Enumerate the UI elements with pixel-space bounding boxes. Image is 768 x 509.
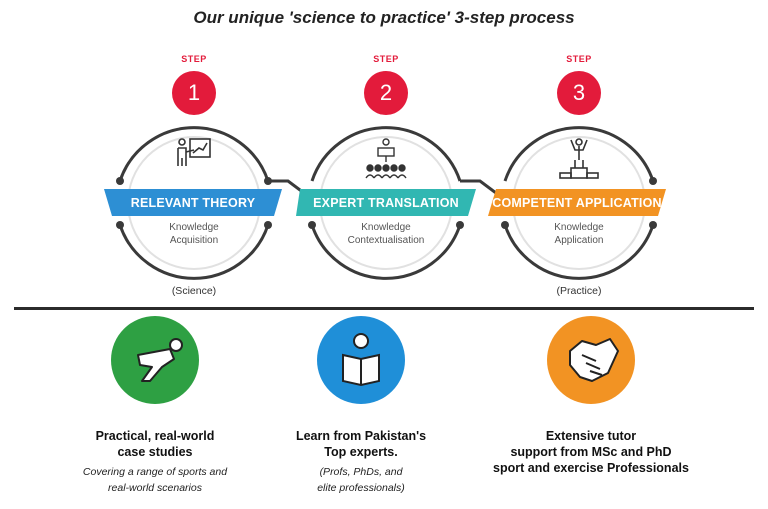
dot bbox=[264, 221, 272, 229]
feature-sub-1-line2: real-world scenarios bbox=[108, 482, 202, 494]
step-sub-2: Knowledge Contextualisation bbox=[326, 221, 446, 247]
connector-2-3 bbox=[460, 179, 497, 195]
outer-arc-1-top bbox=[118, 126, 270, 182]
feature-title-2-line2: Top experts. bbox=[324, 445, 398, 459]
step-label-1: STEP bbox=[181, 54, 207, 64]
feature-sub-2: (Profs, PhDs, and elite professionals) bbox=[261, 464, 461, 496]
feature-title-3-line3: sport and exercise Professionals bbox=[493, 461, 689, 475]
banner-label-2: EXPERT TRANSLATION bbox=[313, 196, 459, 210]
dot bbox=[116, 177, 124, 185]
step-number-3: 3 bbox=[557, 71, 601, 115]
outer-arc-2-bottom bbox=[310, 224, 462, 280]
feature-title-1: Practical, real-world case studies bbox=[55, 428, 255, 460]
section-divider bbox=[14, 307, 754, 310]
step-sub-3-line2: Application bbox=[554, 235, 604, 246]
banner-2 bbox=[296, 189, 476, 216]
reading-book-icon bbox=[342, 333, 380, 387]
feature-sub-1-line1: Covering a range of sports and bbox=[82, 466, 228, 478]
connector-1-2 bbox=[268, 179, 305, 195]
dot bbox=[649, 221, 657, 229]
feature-title-3-line1: Extensive tutor bbox=[545, 429, 637, 443]
step-sub-1-line1: Knowledge bbox=[169, 222, 219, 233]
lecturer-audience-icon bbox=[365, 138, 407, 179]
handshake-icon bbox=[569, 338, 619, 382]
step-sub-1: Knowledge Acquisition bbox=[134, 221, 254, 247]
sprinter-icon bbox=[137, 338, 183, 382]
step-sub-3: Knowledge Application bbox=[519, 221, 639, 247]
dot bbox=[501, 221, 509, 229]
step-label-2: STEP bbox=[373, 54, 399, 64]
banner-label-3: COMPETENT APPLICATION bbox=[492, 196, 662, 210]
dot bbox=[264, 177, 272, 185]
step-label-3: STEP bbox=[566, 54, 592, 64]
step-sub-2-line2: Contextualisation bbox=[347, 235, 425, 246]
outer-arc-3-top bbox=[503, 126, 655, 182]
podium-winner-icon bbox=[559, 138, 599, 179]
step-sub-1-line2: Acquisition bbox=[169, 235, 219, 246]
feature-sub-2-line1: (Profs, PhDs, and bbox=[319, 466, 403, 478]
dot bbox=[649, 177, 657, 185]
process-diagram bbox=[104, 126, 666, 280]
dot bbox=[116, 221, 124, 229]
banner-1 bbox=[104, 189, 282, 216]
banner-3 bbox=[488, 189, 666, 216]
step-tag-1: (Science) bbox=[171, 285, 217, 297]
feature-title-2-line1: Learn from Pakistan's bbox=[295, 429, 427, 443]
feature-sub-1: Covering a range of sports and real-worl… bbox=[45, 464, 265, 496]
feature-icons bbox=[111, 316, 635, 404]
feature-title-2: Learn from Pakistan's Top experts. bbox=[261, 428, 461, 460]
feature-title-1-line1: Practical, real-world bbox=[95, 429, 215, 443]
step-sub-2-line1: Knowledge bbox=[361, 222, 411, 233]
step-number-1: 1 bbox=[172, 71, 216, 115]
outer-arc-3-bottom bbox=[503, 224, 655, 280]
feature-sub-2-line2: elite professionals) bbox=[317, 482, 405, 494]
outer-arc-2-top bbox=[310, 126, 462, 182]
step-sub-3-line1: Knowledge bbox=[554, 222, 604, 233]
outer-arc-1-bottom bbox=[118, 224, 270, 280]
feature-title-3: Extensive tutor support from MSc and PhD… bbox=[476, 428, 706, 476]
dot bbox=[308, 221, 316, 229]
dot bbox=[456, 221, 464, 229]
feature-title-3-line2: support from MSc and PhD bbox=[510, 445, 672, 459]
step-tag-3: (Practice) bbox=[556, 285, 602, 297]
page-title: Our unique 'science to practice' 3-step … bbox=[193, 8, 575, 27]
teacher-whiteboard-icon bbox=[177, 138, 211, 166]
banner-label-1: RELEVANT THEORY bbox=[130, 196, 256, 210]
feature-title-1-line2: case studies bbox=[117, 445, 193, 459]
step-number-2: 2 bbox=[364, 71, 408, 115]
